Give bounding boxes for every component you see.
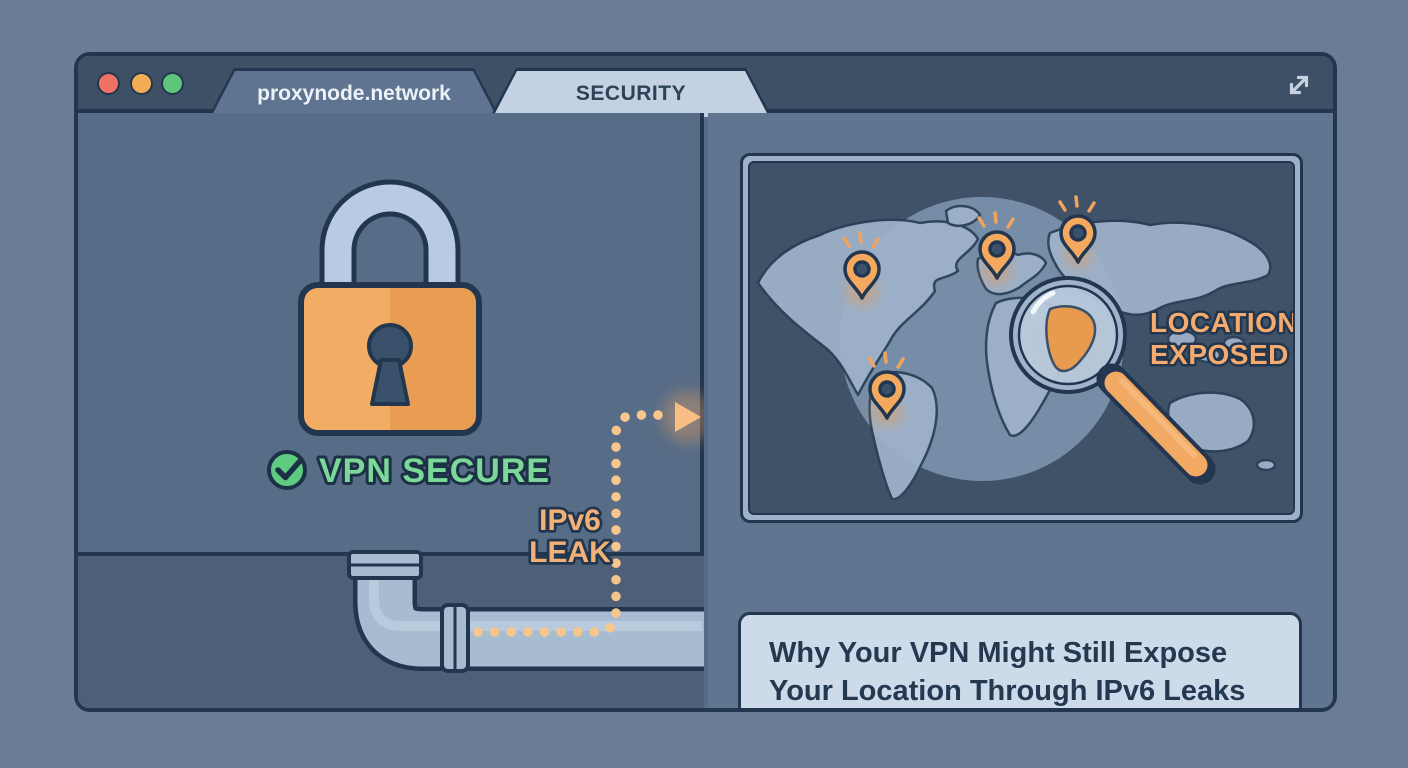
pipe-illustration <box>347 550 704 673</box>
tab-proxynode-label: proxynode.network <box>257 82 451 105</box>
vpn-panel: VPN SECURE IPv6 LEAK <box>78 113 704 708</box>
expand-diagonal-icon[interactable] <box>1281 67 1317 103</box>
tab-proxynode-network[interactable]: proxynode.network <box>208 68 500 117</box>
headline-card: Why Your VPN Might Still Expose Your Loc… <box>738 612 1302 708</box>
headline-line-1: Why Your VPN Might Still Expose <box>769 637 1228 669</box>
world-map: LOCATION EXPOSED <box>756 195 1295 501</box>
padlock-icon <box>298 179 482 436</box>
vpn-secure-label: VPN SECURE <box>319 452 550 490</box>
check-circle-icon <box>267 450 307 490</box>
location-exposed-label: LOCATION EXPOSED <box>1148 305 1295 373</box>
browser-window-content: proxynode.network SECURITY <box>78 56 1333 708</box>
minimize-window-button[interactable] <box>130 72 153 95</box>
svg-text:IPv6: IPv6 <box>539 504 601 537</box>
map-frame: LOCATION EXPOSED <box>740 153 1303 523</box>
svg-text:LEAK: LEAK <box>529 536 611 569</box>
browser-window: proxynode.network SECURITY <box>74 52 1337 712</box>
ipv6-leak-label: IPv6 LEAK <box>526 501 614 572</box>
magnifying-glass-icon <box>1009 276 1216 485</box>
leak-arrow-icon <box>675 402 701 432</box>
browser-titlebar: proxynode.network SECURITY <box>78 56 1333 113</box>
zoom-window-button[interactable] <box>161 72 184 95</box>
close-window-button[interactable] <box>97 72 120 95</box>
vpn-illustration: VPN SECURE IPv6 LEAK <box>267 179 704 673</box>
tab-security-label: SECURITY <box>575 82 687 105</box>
keyhole-icon <box>367 323 413 406</box>
ipv6-leak-path <box>473 391 704 637</box>
svg-text:LOCATION: LOCATION <box>1150 307 1295 338</box>
vpn-secure-status: VPN SECURE <box>267 449 552 493</box>
svg-text:EXPOSED: EXPOSED <box>1150 339 1289 370</box>
map-panel: LOCATION EXPOSED Why Your VPN Might Stil… <box>708 113 1333 708</box>
tab-security[interactable]: SECURITY <box>490 68 772 117</box>
headline-line-2: Your Location Through IPv6 Leaks <box>769 675 1246 707</box>
